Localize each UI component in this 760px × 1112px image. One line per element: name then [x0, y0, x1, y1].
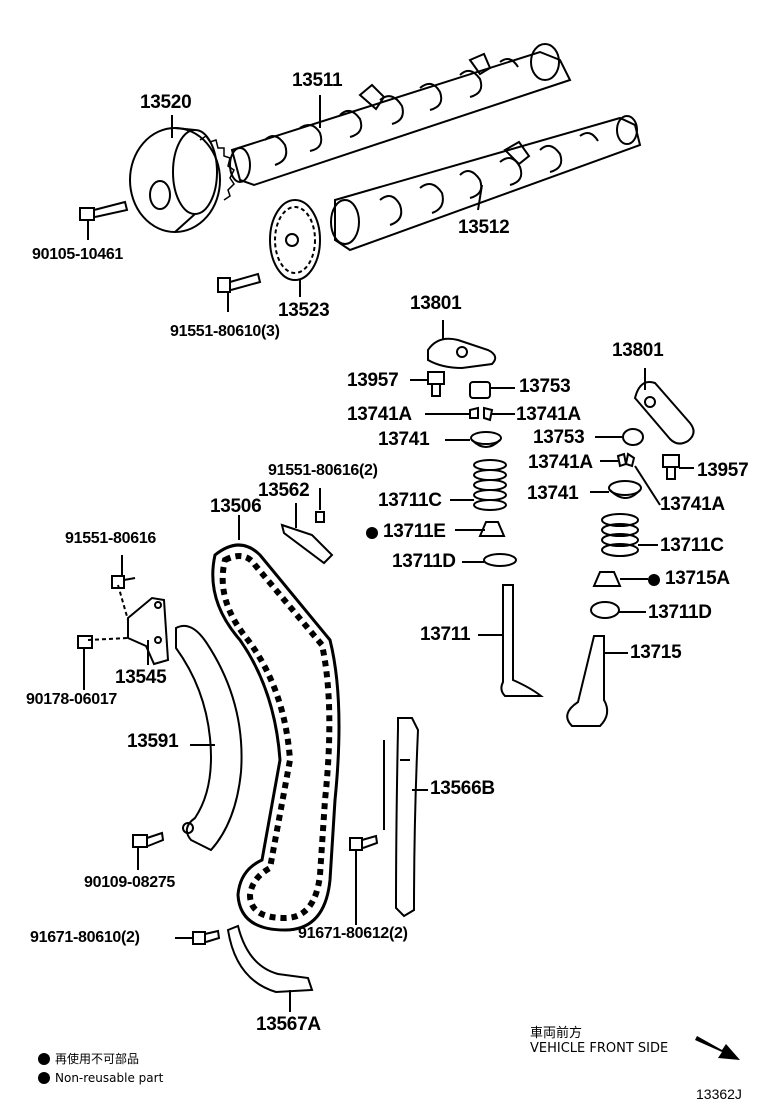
label-13741-left: 13741: [378, 429, 430, 450]
adjuster-13957-right: [662, 454, 694, 480]
non-reusable-marker-icon: [366, 527, 378, 539]
spring-13711C-right: [601, 513, 658, 557]
legend-non-reusable-jp: 再使用不可部品: [38, 1050, 139, 1067]
label-13711C-right: 13711C: [660, 535, 724, 556]
label-13741A-1: 13741A: [347, 404, 412, 425]
label-13566B: 13566B: [430, 778, 495, 799]
label-13591: 13591: [127, 731, 179, 752]
label-13715A-text: 13715A: [665, 568, 730, 589]
label-13711: 13711: [420, 624, 471, 645]
label-13506: 13506: [210, 496, 262, 517]
front-side-jp: 車両前方: [530, 1026, 583, 1041]
label-13711D-right: 13711D: [648, 602, 712, 623]
vvt-gear-13520: [129, 127, 235, 233]
label-13520: 13520: [140, 92, 192, 113]
seal-13715A: [592, 571, 648, 587]
label-13523: 13523: [278, 300, 330, 321]
label-13711C-left: 13711C: [378, 490, 442, 511]
label-13562: 13562: [258, 480, 310, 501]
diagram-code: 13362J: [696, 1086, 742, 1102]
legend-dot-icon: [38, 1053, 50, 1065]
label-13711D-left: 13711D: [392, 551, 456, 572]
label-13711E-text: 13711E: [383, 521, 446, 542]
label-13711E: 13711E: [366, 521, 446, 543]
retainer-13741-right: [590, 480, 642, 499]
label-90178-06017: 90178-06017: [26, 691, 118, 708]
chain-guide-13567A: [226, 924, 314, 1012]
label-13753-right: 13753: [533, 427, 585, 448]
timing-chain-13506: [211, 515, 341, 932]
chain-guide-13566B: [383, 717, 428, 918]
label-13753-left: 13753: [519, 376, 571, 397]
bolt-91551-80616: [111, 555, 136, 589]
label-91551-80616: 91551-80616: [65, 530, 157, 547]
label-91551-80616-2: 91551-80616(2): [268, 462, 378, 479]
cap-13753-left: [469, 381, 515, 399]
rocker-arm-13801-right: [633, 368, 695, 445]
keepers-13741A-left: [425, 406, 515, 422]
label-13715: 13715: [630, 642, 682, 663]
seal-13711E: [455, 521, 506, 537]
front-side-en: VEHICLE FRONT SIDE: [530, 1041, 669, 1056]
sprocket-13523: [269, 199, 321, 297]
retainer-13741-left: [445, 431, 502, 448]
damper-13562: [280, 488, 334, 565]
label-91551-80610-3: 91551-80610(3): [170, 323, 280, 340]
label-91671-80612-2: 91671-80612(2): [298, 925, 408, 942]
label-13741-right: 13741: [527, 483, 579, 504]
adjuster-13957-left: [410, 371, 445, 397]
legend-dot-icon: [38, 1072, 50, 1084]
legend-jp-text: 再使用不可部品: [55, 1052, 140, 1066]
label-13511: 13511: [292, 70, 343, 91]
label-13715A: 13715A: [648, 568, 730, 590]
vehicle-front-arrow-icon: [695, 1036, 740, 1060]
label-13957-right: 13957: [697, 460, 749, 481]
bolt-90178-06017: [77, 635, 93, 690]
label-13512: 13512: [458, 217, 510, 238]
label-13741A-3: 13741A: [528, 452, 593, 473]
valve-13711: [478, 584, 544, 697]
camshaft-13511: [229, 43, 572, 187]
label-91671-80610-2: 91671-80610(2): [30, 929, 140, 946]
chain-guide-13591: [175, 624, 243, 852]
label-13741A-4: 13741A: [660, 494, 725, 515]
camshaft-13512: [330, 115, 642, 252]
non-reusable-marker-icon: [648, 574, 660, 586]
cap-13753-right: [595, 428, 644, 446]
spring-13711C-left: [450, 459, 507, 511]
seat-13711D-right: [590, 601, 646, 619]
label-13957-left: 13957: [347, 370, 399, 391]
valve-13715: [566, 635, 628, 727]
legend-en-text: Non-reusable part: [55, 1071, 164, 1085]
bolt-91671-80610: [175, 929, 221, 945]
label-13801-left: 13801: [410, 293, 462, 314]
label-90105-10461: 90105-10461: [32, 246, 124, 263]
label-90109-08275: 90109-08275: [84, 874, 176, 891]
bolt-90109-08275: [132, 831, 165, 870]
bolt-91551-80610: [217, 272, 262, 312]
label-13545: 13545: [115, 667, 167, 688]
rocker-arm-13801-left: [427, 320, 497, 370]
tensioner-13545: [87, 584, 170, 666]
legend-non-reusable-en: Non-reusable part: [38, 1071, 163, 1085]
label-13801-right: 13801: [612, 340, 664, 361]
label-13567A: 13567A: [256, 1014, 321, 1035]
seat-13711D-left: [462, 553, 517, 567]
keepers-13741A-right: [600, 452, 661, 506]
bolt-90105-10461: [79, 200, 129, 240]
label-13741A-2: 13741A: [516, 404, 581, 425]
bolt-91671-80612: [349, 834, 379, 925]
